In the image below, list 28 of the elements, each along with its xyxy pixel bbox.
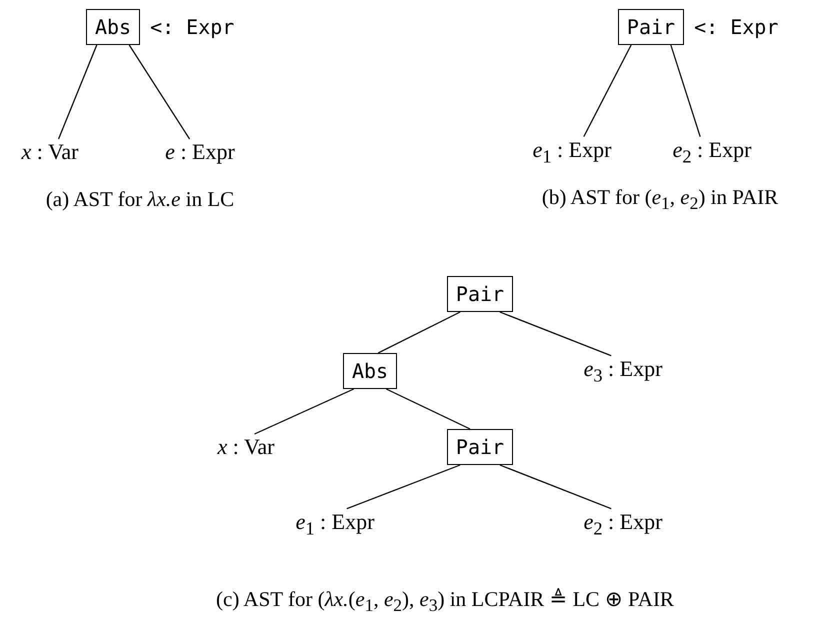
tree-edge	[128, 44, 190, 140]
typed-leaf: e : Expr	[165, 139, 235, 165]
tree-edge	[670, 44, 701, 137]
tree-edge	[58, 44, 98, 140]
subfigure-caption: (c) AST for (λx.(e$_{1}$, e$_{2}$), e$_{3}$) in LCPAIR ≜ LC ⊕ PAIR	[216, 588, 674, 616]
tree-node-box: Abs	[86, 9, 140, 45]
typed-leaf: e$_{2}$ : Expr	[584, 508, 662, 540]
tree-edge	[583, 44, 632, 137]
typed-leaf: e$_{1}$ : Expr	[296, 508, 374, 540]
tree-edge	[500, 311, 612, 356]
subfigure-caption: (b) AST for (e$_{1}$, e$_{2}$) in PAIR	[542, 186, 778, 214]
tree-edge	[346, 464, 460, 510]
typed-leaf: e$_{3}$ : Expr	[584, 356, 662, 386]
type-annotation: <: Expr	[694, 17, 778, 37]
type-annotation: <: Expr	[150, 17, 234, 37]
typed-leaf: e$_{2}$ : Expr	[672, 136, 752, 168]
typed-leaf: x : Var	[21, 139, 79, 165]
tree-node-box: Pair	[446, 276, 514, 312]
typed-leaf: x : Var	[217, 434, 275, 460]
tree-edge	[500, 464, 612, 510]
tree-edge	[386, 388, 470, 430]
tree-node-box: Pair	[446, 429, 514, 465]
tree-edge	[378, 311, 460, 354]
tree-edge	[254, 388, 354, 435]
subfigure-caption: (a) AST for λx.e in LC	[46, 188, 234, 212]
tree-node-box: Pair	[618, 9, 684, 45]
typed-leaf: e$_{1}$ : Expr	[532, 136, 612, 168]
tree-node-box: Abs	[342, 353, 398, 389]
